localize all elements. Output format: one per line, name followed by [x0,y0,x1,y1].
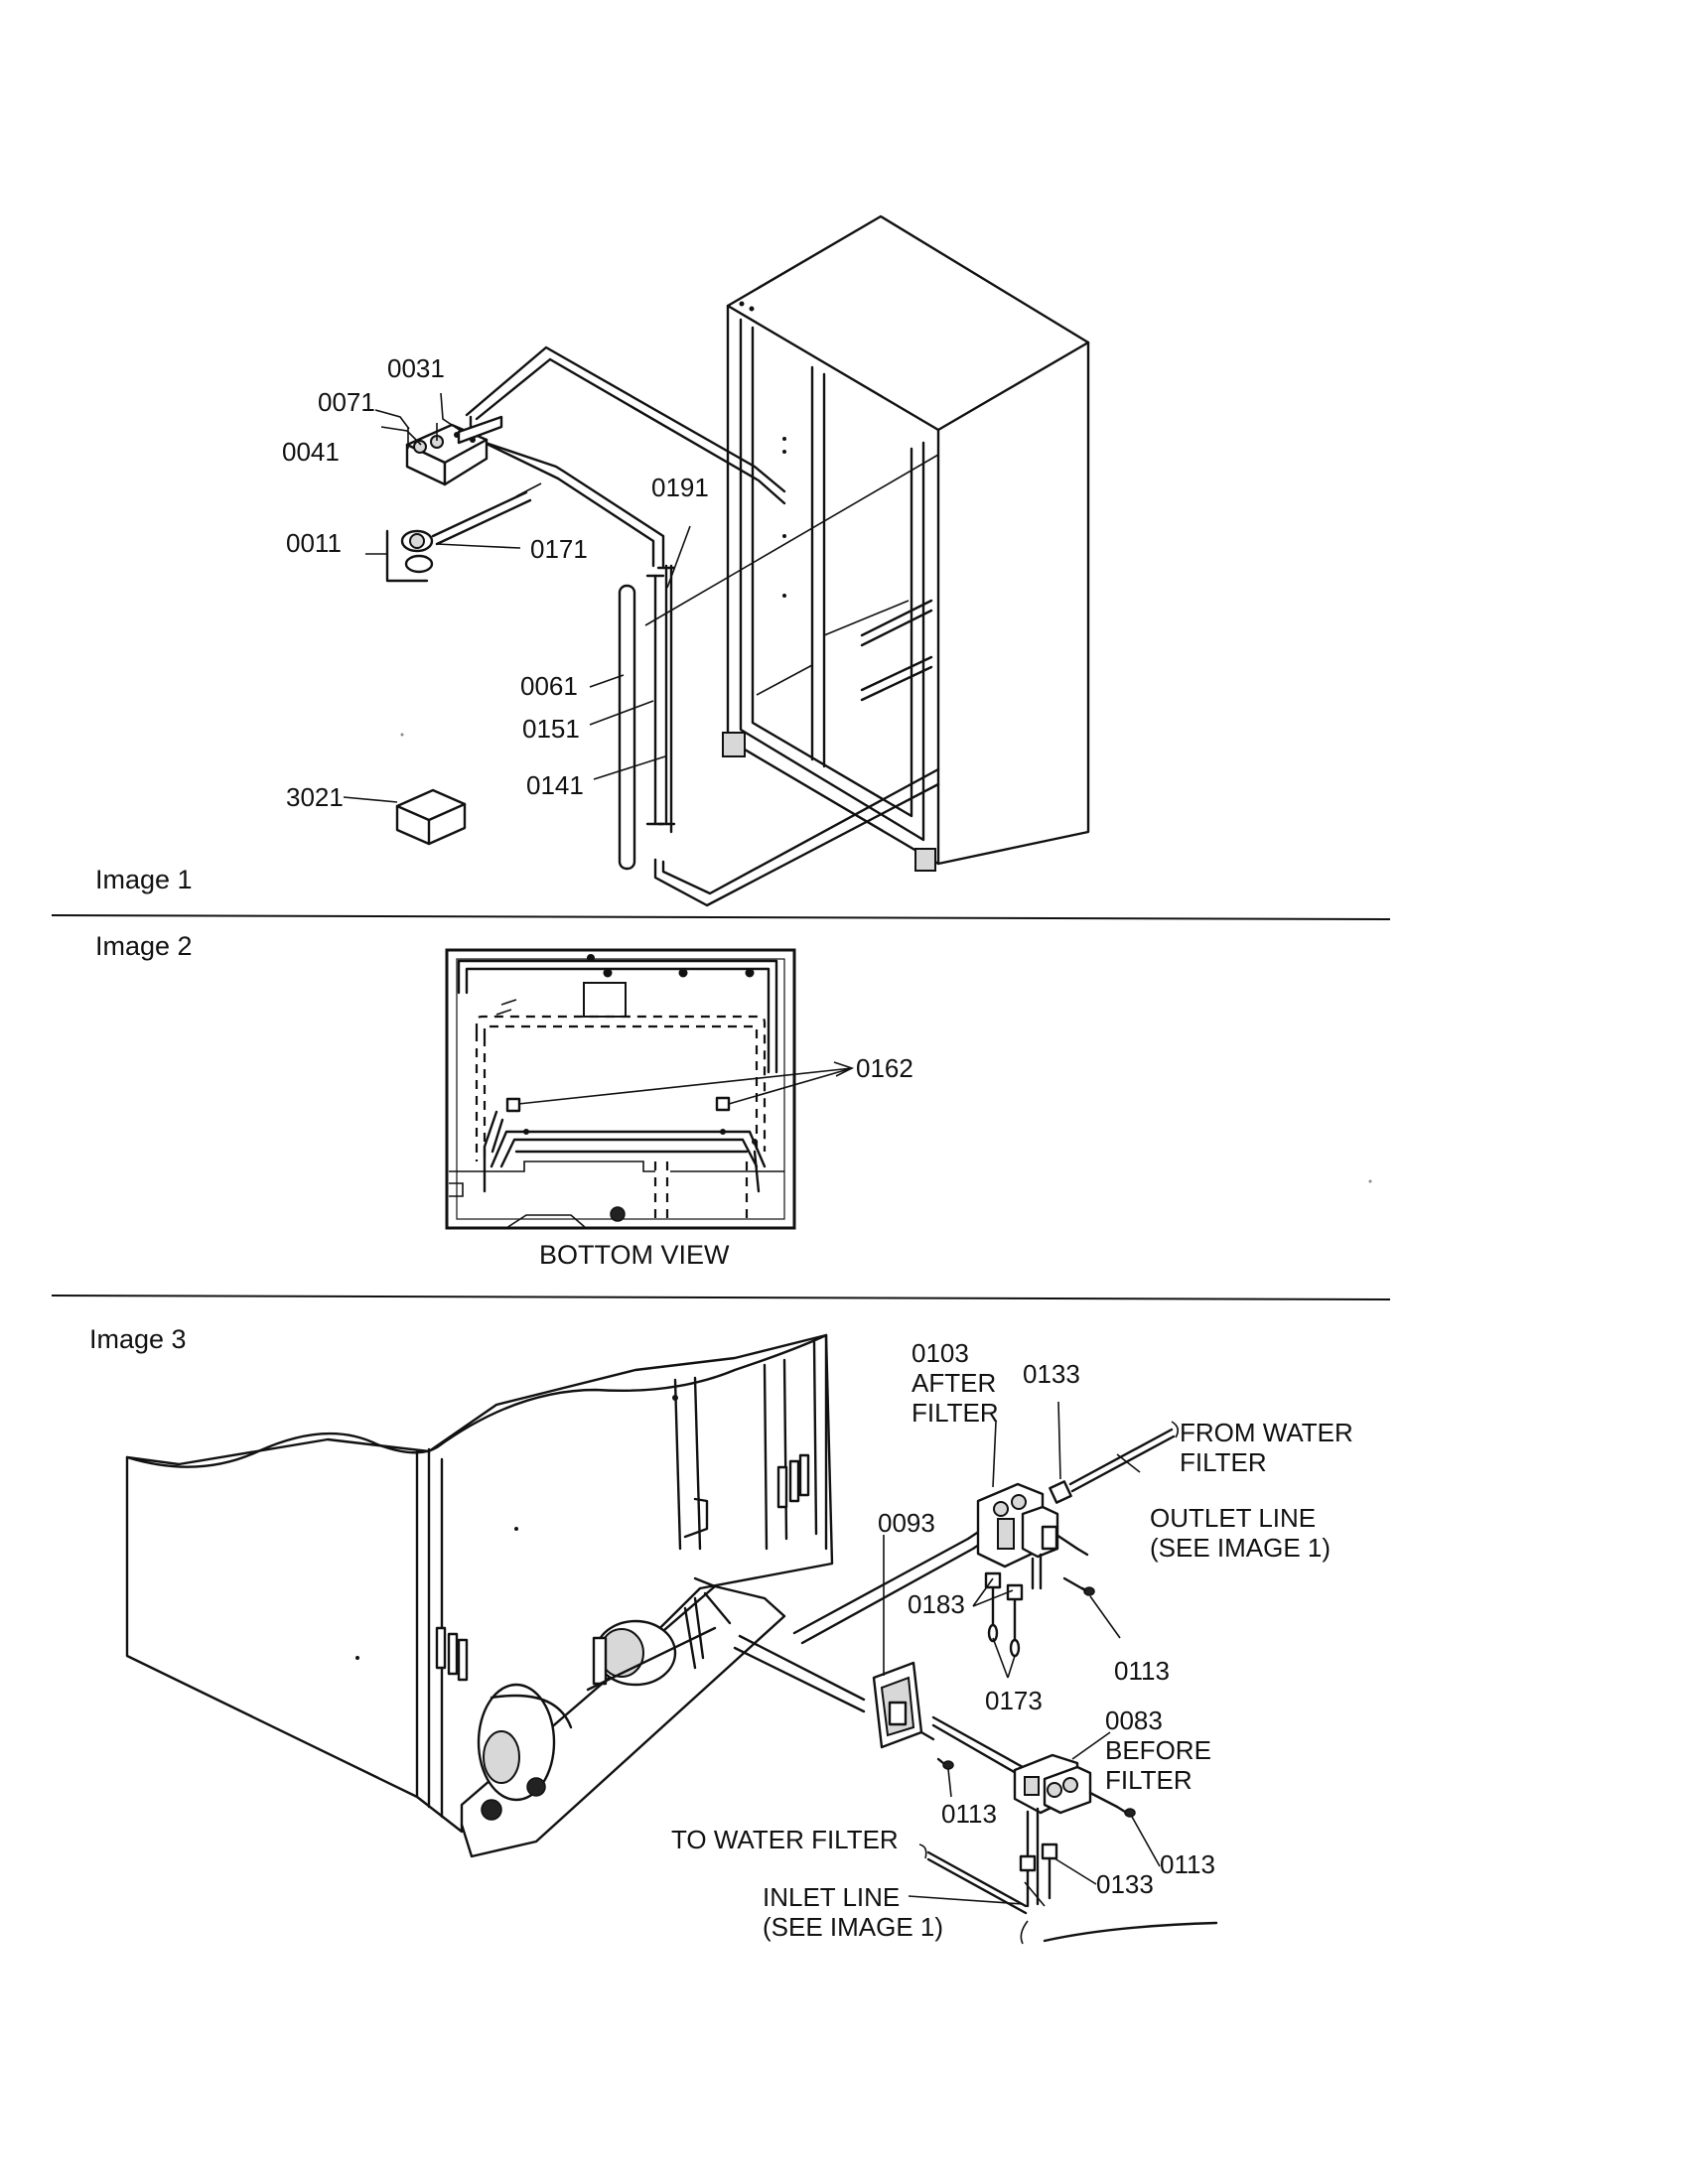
bottom-view-drawing [445,948,796,1230]
callout-outlet-line-2: (SEE IMAGE 1) [1150,1533,1331,1563]
callout-to-water-filter: TO WATER FILTER [671,1825,899,1854]
callout-0113-bottom: 0113 [1160,1849,1215,1879]
refrigerator-base [125,1333,834,1858]
callout-outlet-line-1: OUTLET LINE [1150,1503,1316,1533]
callout-0133-bottom: 0133 [1096,1869,1154,1899]
divider-1 [51,914,1391,920]
callout-from-water-1: FROM WATER [1180,1418,1353,1447]
leader-0162-a [517,1067,853,1105]
callout-0041: 0041 [282,437,340,467]
image3-section: Image 3 [89,1324,1353,1945]
callout-0133-top: 0133 [1023,1359,1080,1389]
callout-0183: 0183 [908,1589,965,1619]
water-tubing [465,345,940,907]
callout-inlet-line-1: INLET LINE [763,1882,900,1912]
callout-0061: 0061 [520,671,578,701]
section-label-image2: Image 2 [95,931,193,961]
part-3021-box [395,788,467,846]
bottom-view-caption: BOTTOM VIEW [539,1240,730,1270]
callout-0151: 0151 [522,714,580,744]
valve-after-filter [976,1421,1180,1658]
callout-3021: 3021 [286,782,344,812]
callout-0011: 0011 [286,528,342,558]
callout-0093: 0093 [878,1508,935,1538]
callout-0171: 0171 [530,534,588,564]
callout-0071: 0071 [318,387,375,417]
callout-0031: 0031 [387,353,445,383]
leader-0162-b [728,1067,853,1105]
callout-from-water-2: FILTER [1180,1447,1267,1477]
section-label-image1: Image 1 [95,865,193,894]
callout-after-filter-1: AFTER [912,1368,996,1398]
valve-before-filter [918,1753,1218,1945]
callout-0083: 0083 [1105,1706,1163,1735]
image1-leaders [343,392,691,803]
bracket-0093 [872,1661,935,1749]
callout-0113-left: 0113 [941,1799,997,1829]
callout-0141: 0141 [526,770,584,800]
callout-0103: 0103 [912,1338,969,1368]
section-label-image3: Image 3 [89,1324,187,1354]
callout-0173: 0173 [985,1686,1043,1715]
callout-before-filter-2: FILTER [1105,1765,1193,1795]
refrigerator-cabinet [722,214,1090,872]
callout-0162: 0162 [856,1053,913,1083]
callout-inlet-line-2: (SEE IMAGE 1) [763,1912,943,1942]
divider-2 [51,1295,1391,1300]
callout-after-filter-2: FILTER [912,1398,999,1428]
callout-0191: 0191 [651,473,709,502]
dispenser-parts [385,415,542,583]
image1-section: 0031 0071 0041 0011 0171 0191 0061 0151 … [95,214,1090,907]
image2-section: Image 2 [95,931,913,1270]
heater-strips [618,564,676,871]
image3-leaders [883,1401,1161,1905]
callout-0113-right: 0113 [1114,1656,1170,1686]
callout-before-filter-1: BEFORE [1105,1735,1211,1765]
